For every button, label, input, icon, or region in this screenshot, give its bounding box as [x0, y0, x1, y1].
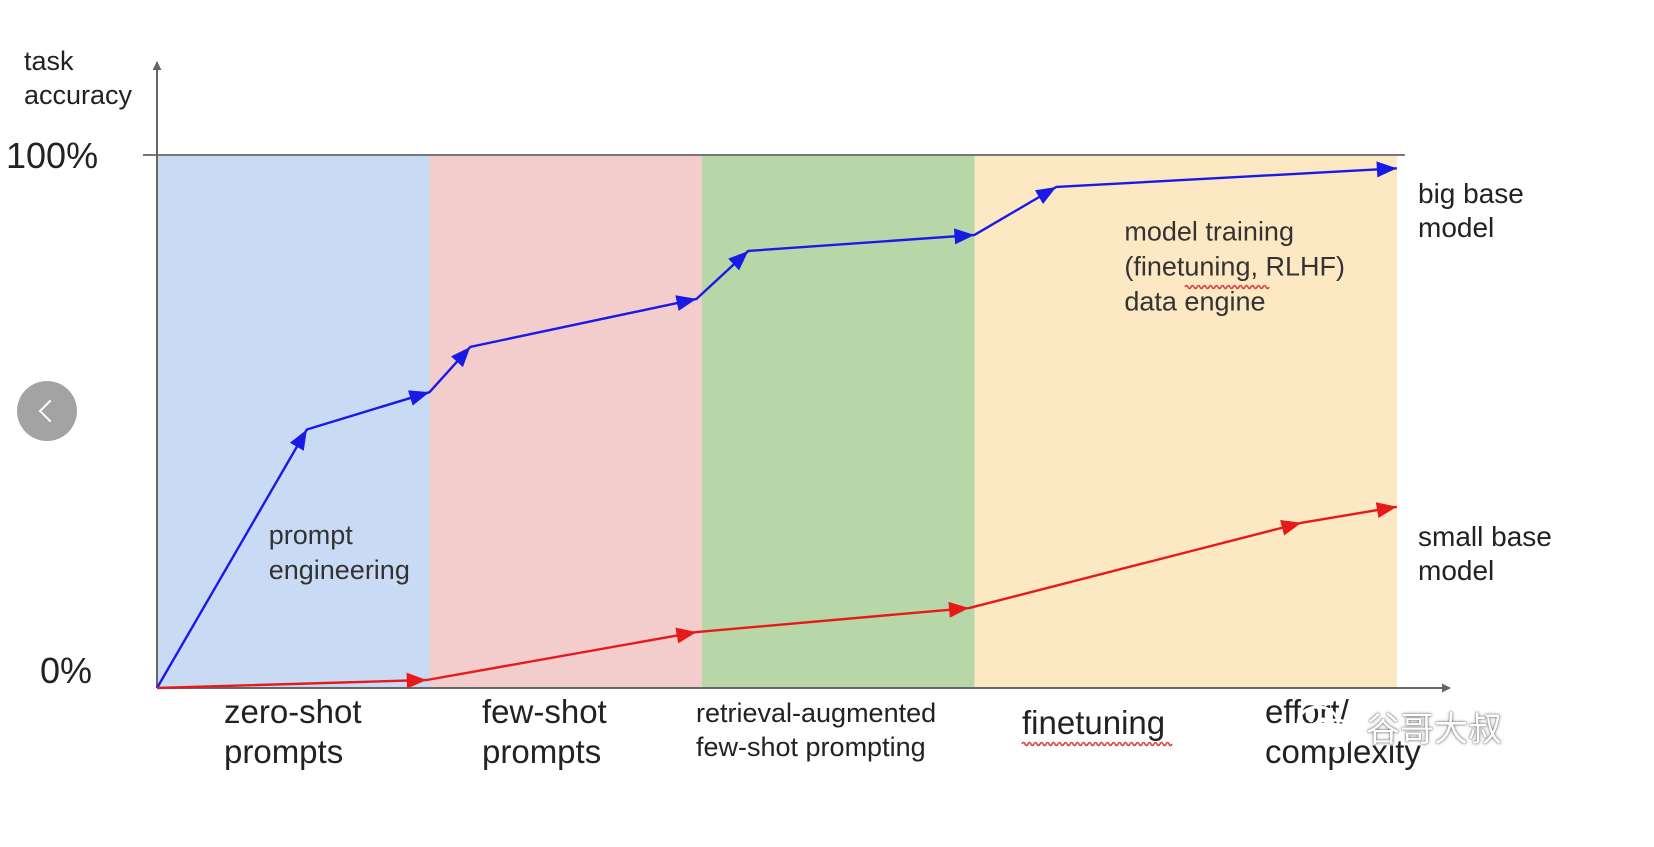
region-label-3-line-2: few-shot prompting: [696, 732, 926, 762]
chevron-left-icon: [38, 399, 62, 423]
series-2-point-5: [1375, 502, 1397, 518]
series-1: [155, 161, 1397, 689]
region-band-4: [974, 155, 1397, 688]
series-1-point-5: [728, 250, 749, 271]
spellcheck-underline: [1021, 741, 1173, 747]
region-label-3: retrieval-augmented few-shot prompting: [696, 698, 936, 762]
annotation-1-line-2: engineering: [269, 555, 410, 585]
region-label-2-line-2: prompts: [482, 733, 601, 770]
region-band-3: [702, 155, 975, 688]
series-1-point-7: [1034, 186, 1057, 205]
x-axis-end-label: effort/complexity: [1265, 693, 1421, 770]
series-2-point-2: [675, 627, 697, 644]
series-2-point-3: [948, 601, 970, 618]
series-1-point-4: [675, 295, 697, 311]
watermark-text: 谷哥大叔: [1366, 710, 1502, 750]
y-axis-label-line-1: task: [24, 46, 74, 76]
series-1-point-1: [289, 429, 307, 451]
series-label-2-line-1: small base: [1418, 521, 1552, 552]
regions-layer: [157, 155, 1397, 688]
region-label-1-line-1: zero-shot: [224, 693, 362, 730]
y-axis-label-line-2: accuracy: [24, 80, 133, 110]
back-button[interactable]: [17, 381, 77, 441]
series-layer: [155, 161, 1398, 690]
wechat-icon: [1296, 705, 1354, 747]
axes-layer: [143, 61, 1451, 693]
watermark: 谷哥大叔: [1294, 702, 1502, 751]
y-axis-label: task accuracy: [24, 46, 133, 110]
annotation-2-line-2: (finetuning, RLHF): [1124, 251, 1345, 281]
region-label-2-line-1: few-shot: [482, 693, 607, 730]
series-1-point-6: [953, 228, 975, 245]
annotation-2: model training (finetuning, RLHF) data eng…: [1124, 216, 1345, 316]
series-1-point-3: [451, 346, 471, 368]
series-1-point-2: [408, 390, 430, 406]
series-line-2: [156, 505, 1398, 690]
region-band-2: [429, 155, 702, 688]
region-label-4: finetuning: [1022, 704, 1165, 741]
annotation-2-line-1: model training: [1124, 216, 1294, 246]
series-label-1-line-2: model: [1418, 212, 1494, 243]
region-label-4-line-1: finetuning: [1022, 704, 1165, 741]
y-tick-label-100: 100%: [6, 135, 98, 176]
annotation-2-line-3: data engine: [1124, 286, 1265, 316]
series-2-point-4: [1280, 519, 1302, 536]
series-1-point-8: [1376, 161, 1397, 178]
series-label-1-line-1: big base: [1418, 178, 1524, 209]
x-axis-end-label-line-2: complexity: [1265, 733, 1421, 770]
y-tick-label-0: 0%: [40, 650, 92, 691]
annotation-1-line-1: prompt: [269, 520, 354, 550]
region-band-1: [157, 155, 430, 688]
spellcheck-underline-annotation: [1184, 284, 1270, 290]
x-axis-end-label-line-1: effort/: [1265, 693, 1350, 730]
region-label-1-line-2: prompts: [224, 733, 343, 770]
series-label-2-line-2: model: [1418, 555, 1494, 586]
annotation-1: prompt engineering: [269, 520, 410, 585]
series-2: [156, 502, 1398, 690]
region-label-3-line-1: retrieval-augmented: [696, 698, 936, 728]
series-2-point-1: [406, 672, 427, 689]
